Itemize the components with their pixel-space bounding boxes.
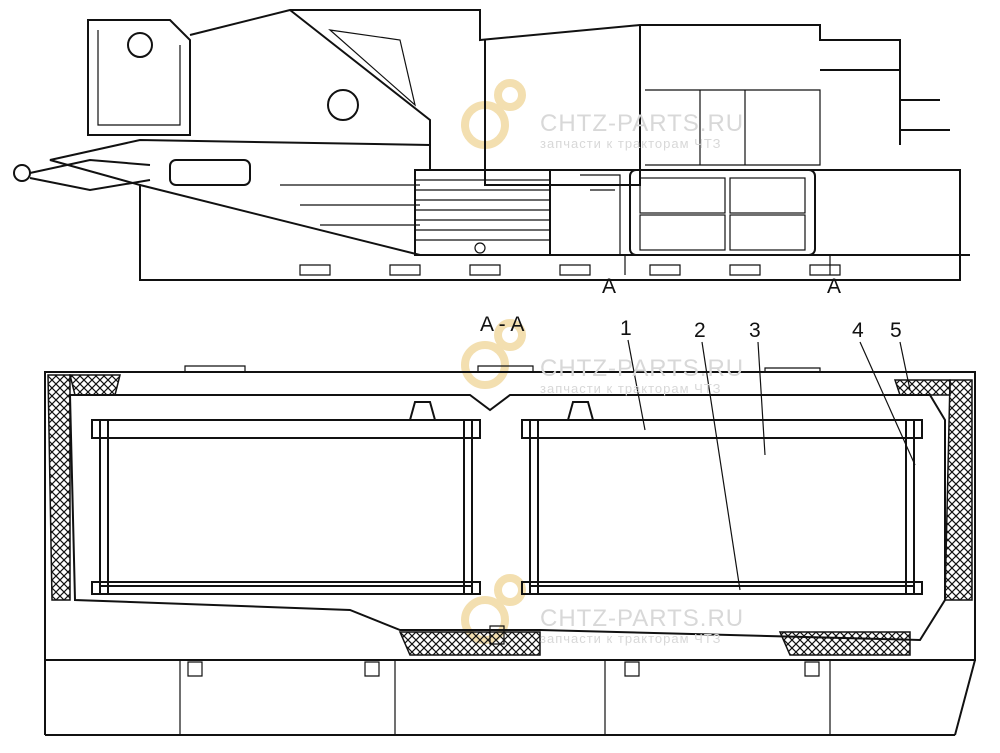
section-mark-left: A	[602, 275, 617, 298]
callout-1: 1	[620, 317, 632, 340]
callout-4: 4	[852, 319, 864, 342]
watermark-site: CHTZ-PARTS.RU	[540, 605, 745, 632]
tractor-side-view	[13, 9, 970, 281]
watermark-site: CHTZ-PARTS.RU	[540, 355, 745, 382]
section-mark-right: A	[827, 275, 842, 298]
watermark-tagline: запчасти к тракторам ЧТЗ	[540, 136, 722, 151]
watermark: CHTZ-PARTS.RU запчасти к тракторам ЧТЗ	[540, 355, 744, 396]
section-a-a-view	[44, 339, 976, 736]
watermark: CHTZ-PARTS.RU запчасти к тракторам ЧТЗ	[540, 110, 744, 151]
watermark: CHTZ-PARTS.RU запчасти к тракторам ЧТЗ	[540, 605, 744, 646]
watermark-tagline: запчасти к тракторам ЧТЗ	[540, 631, 722, 646]
watermark-site: CHTZ-PARTS.RU	[540, 110, 745, 137]
watermark-tagline: запчасти к тракторам ЧТЗ	[540, 381, 722, 396]
callout-2: 2	[694, 319, 706, 342]
section-title: A - A	[480, 313, 525, 336]
callout-3: 3	[749, 319, 761, 342]
callout-5: 5	[890, 319, 902, 342]
watermark-gear-icon	[461, 79, 526, 644]
